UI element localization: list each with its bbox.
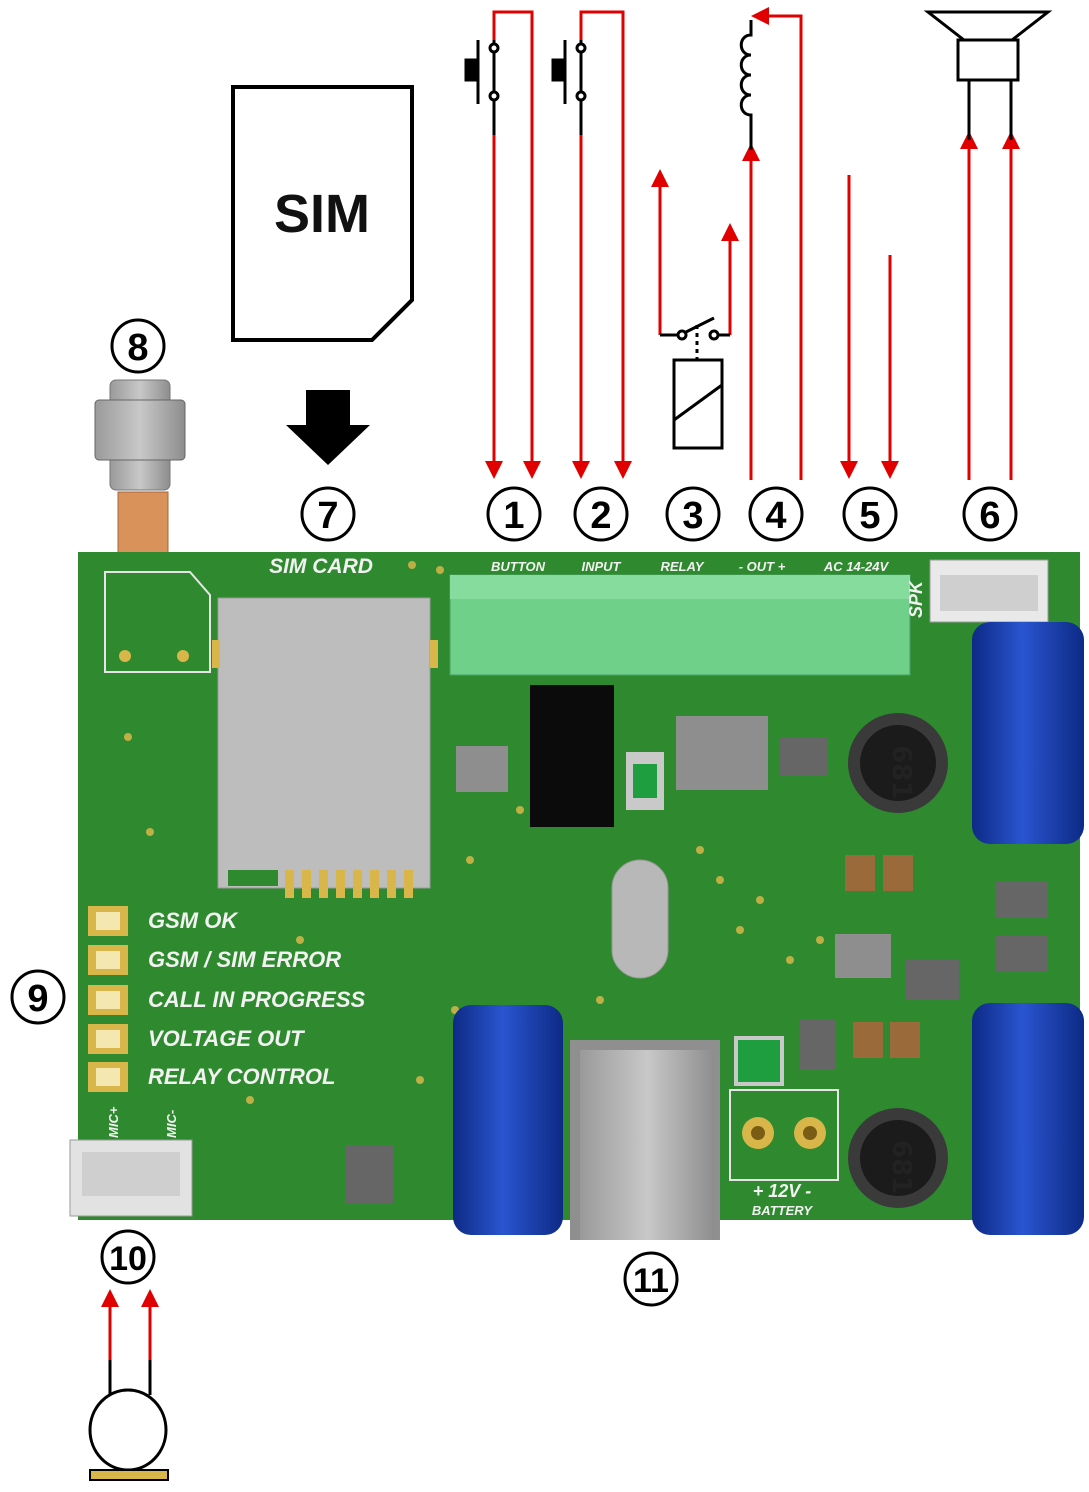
- sim-card-silkscreen: SIM CARD: [269, 555, 373, 578]
- mic-minus-silkscreen: MIC-: [164, 1110, 179, 1138]
- callout-1: 1: [486, 486, 542, 542]
- battery-silkscreen: + 12V -: [753, 1181, 812, 1201]
- led-label-relay-control: RELAY CONTROL: [148, 1064, 335, 1089]
- callout-3-label: 3: [682, 495, 703, 537]
- callout-4-label: 4: [765, 495, 786, 537]
- mic-plus-silkscreen: MIC+: [106, 1106, 121, 1138]
- terminal-label-ac: AC 14-24V: [823, 559, 890, 574]
- callout-6-label: 6: [979, 495, 1000, 537]
- wiring: [101, 7, 1020, 1360]
- callout-7: 7: [300, 486, 356, 542]
- led-label-call-in-progress: CALL IN PROGRESS: [148, 987, 366, 1012]
- led-label-gsm-ok: GSM OK: [148, 908, 239, 933]
- insert-arrow-icon: [286, 390, 370, 465]
- callout-11-label: 11: [633, 1262, 669, 1300]
- sim-card-illustration: SIM: [231, 85, 414, 342]
- callout-1-label: 1: [503, 495, 524, 537]
- terminal-label-button: BUTTON: [491, 559, 546, 574]
- callout-5-label: 5: [859, 495, 880, 537]
- inductor-bottom-marking: 681: [886, 1140, 916, 1194]
- callout-7-label: 7: [317, 495, 338, 537]
- callout-2: 2: [573, 486, 629, 542]
- schematic-symbols: [88, 10, 1053, 1481]
- battery-sub-silkscreen: BATTERY: [752, 1203, 814, 1218]
- led-label-gsm-sim-error: GSM / SIM ERROR: [148, 947, 341, 972]
- callout-10-label: 10: [109, 1240, 147, 1278]
- terminal-label-relay: RELAY: [660, 559, 704, 574]
- terminal-label-out: - OUT +: [739, 559, 786, 574]
- callout-2-label: 2: [590, 495, 611, 537]
- callout-5: 5: [842, 486, 898, 542]
- inductor-top-marking: 681: [886, 745, 916, 799]
- spk-silkscreen: SPK: [906, 579, 926, 618]
- callout-9-label: 9: [27, 978, 48, 1020]
- callout-3: 3: [665, 486, 721, 542]
- callout-8: 8: [110, 318, 166, 374]
- callout-8-label: 8: [127, 327, 148, 369]
- callout-11: 11: [623, 1251, 679, 1307]
- pcb-board: SIM CARD BUTTON INPUT RELAY - OUT + AC 1…: [69, 552, 1084, 1240]
- status-led-column: [88, 906, 128, 1092]
- callout-10: 10: [100, 1229, 156, 1285]
- callout-markers: 1 2 3 4 5 6 7 8 9 10 11: [10, 318, 1018, 1307]
- sim-card-label: SIM: [274, 184, 370, 244]
- led-label-voltage-out: VOLTAGE OUT: [148, 1026, 305, 1051]
- callout-4: 4: [748, 486, 804, 542]
- callout-9: 9: [10, 969, 66, 1025]
- capacitors: [453, 622, 1084, 1235]
- terminal-label-input: INPUT: [582, 559, 622, 574]
- callout-6: 6: [962, 486, 1018, 542]
